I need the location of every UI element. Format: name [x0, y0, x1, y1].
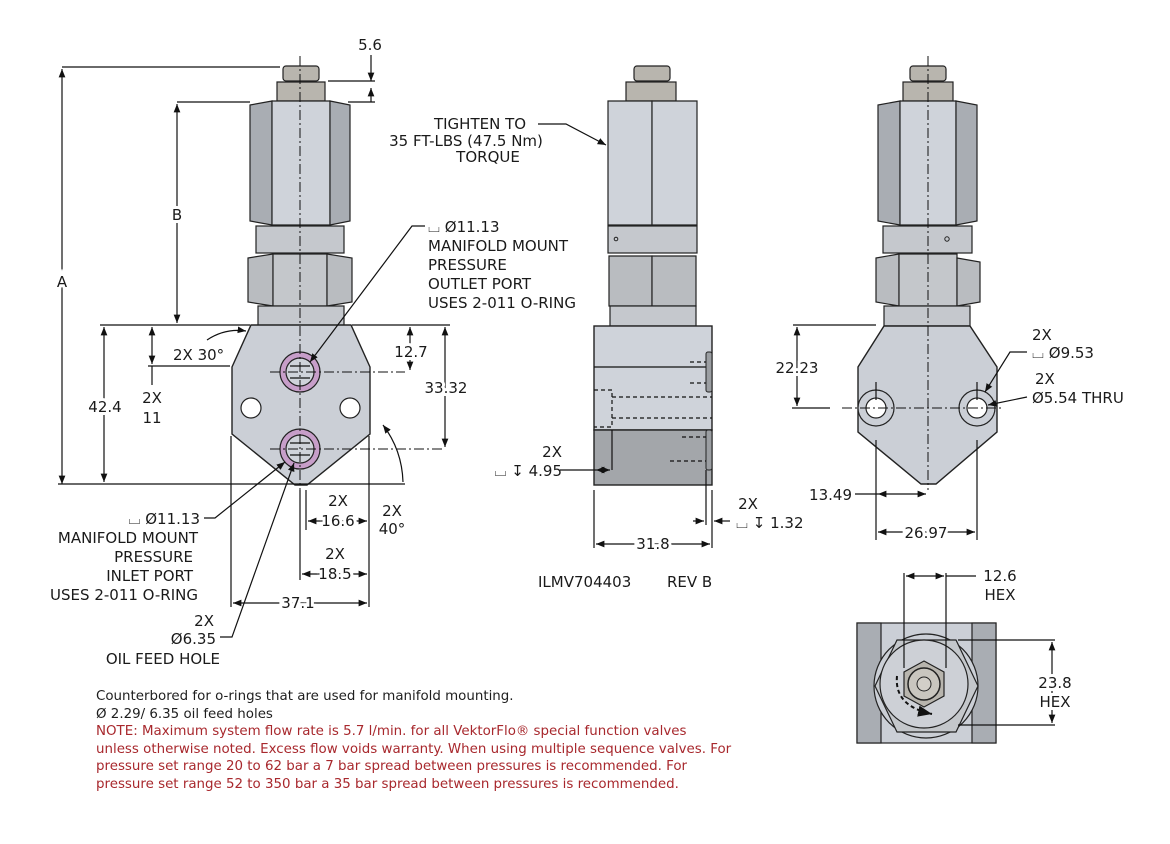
dim-2x-16-6-qty: 2X: [328, 492, 348, 510]
side-view: [538, 65, 730, 548]
dim-2x-18-5-qty: 2X: [325, 545, 345, 563]
inlet-callout-line-4: INLET PORT: [106, 567, 194, 585]
hex-12-6-value: 12.6: [983, 567, 1016, 585]
note-flow-warning-2: unless otherwise noted. Excess flow void…: [96, 741, 732, 757]
dim-33-32: 33.32: [425, 379, 468, 397]
side-cap: [633, 65, 671, 82]
side-block-lower: [593, 429, 713, 486]
rear-upper-hex-left: [877, 100, 901, 226]
inlet-callout-line-2: MANIFOLD MOUNT: [58, 529, 199, 547]
dim-37-1: 37.1: [281, 594, 314, 612]
cbore-qty: 2X: [1032, 326, 1052, 344]
torque-line-3: TORQUE: [455, 148, 520, 166]
front-upper-hex-left: [249, 100, 273, 226]
dim-2x-40-value: 40°: [379, 520, 406, 538]
thru-value: Ø5.54 THRU: [1032, 389, 1124, 407]
dim-2x-16-6-value: 16.6: [321, 512, 354, 530]
front-lower-hex-left: [247, 253, 274, 307]
note-flow-warning-3: pressure set range 20 to 62 bar a 7 bar …: [96, 759, 688, 774]
oil-feed-diameter: Ø6.35: [171, 630, 216, 648]
outlet-port-callout: ⌴ Ø11.13 MANIFOLD MOUNT PRESSURE OUTLET …: [428, 218, 576, 312]
dim-2x-11-qty: 2X: [142, 389, 162, 407]
outlet-callout-line-2: MANIFOLD MOUNT: [428, 237, 569, 255]
inlet-callout-line-1: ⌴ Ø11.13: [128, 510, 200, 528]
front-manifold-block: [231, 324, 371, 486]
dim-4-95-value: ⌴ ↧ 4.95: [494, 462, 562, 480]
dim-22-23: 22.23: [776, 359, 819, 377]
outlet-callout-line-1: ⌴ Ø11.13: [428, 218, 500, 236]
revision: REV B: [667, 573, 712, 591]
torque-line-2: 35 FT-LBS (47.5 Nm): [389, 132, 543, 150]
note-flow-warning-4: pressure set range 52 to 350 bar a 35 ba…: [96, 776, 679, 792]
outlet-callout-line-3: PRESSURE: [428, 256, 507, 274]
front-neck: [257, 305, 345, 327]
dim-2x-18-5-value: 18.5: [318, 565, 351, 583]
dim-12-7: 12.7: [394, 343, 427, 361]
rear-lower-hex-right: [956, 257, 981, 307]
hex-23-8-label: HEX: [1039, 693, 1070, 711]
part-number: ILMV704403: [538, 573, 631, 591]
dim-A: A: [57, 273, 68, 291]
dim-1-32-qty: 2X: [738, 495, 758, 513]
front-upper-hex-center: [271, 100, 331, 226]
dim-4-95-qty: 2X: [542, 443, 562, 461]
dim-2x-40-qty: 2X: [382, 502, 402, 520]
front-upper-hex-right: [329, 100, 351, 226]
outlet-callout-line-4: OUTLET PORT: [428, 275, 532, 293]
front-small-nut: [276, 81, 326, 102]
side-block-upper: [593, 325, 713, 431]
front-lower-hex-right: [326, 253, 353, 307]
inlet-callout-line-5: USES 2-011 O-RING: [50, 586, 198, 604]
rear-view: [792, 56, 1028, 540]
dim-42-4: 42.4: [88, 398, 121, 416]
front-view: [58, 55, 450, 638]
front-mount-hole-left: [240, 397, 262, 419]
outlet-callout-line-5: USES 2-011 O-RING: [428, 294, 576, 312]
dim-2x-11-value: 11: [142, 409, 161, 427]
front-cap: [282, 65, 320, 82]
dim-1-32-value: ⌴ ↧ 1.32: [736, 514, 804, 532]
rear-upper-hex-right: [955, 100, 978, 226]
side-lower-hex-right: [651, 255, 697, 307]
rear-neck: [883, 305, 971, 327]
dim-13-49: 13.49: [809, 486, 852, 504]
side-upper-hex-right: [651, 100, 698, 226]
dim-26-97: 26.97: [905, 524, 948, 542]
dim-B: B: [172, 206, 182, 224]
drawing-notes: Counterbored for o-rings that are used f…: [96, 688, 796, 793]
inlet-callout-line-3: PRESSURE: [114, 548, 193, 566]
oil-feed-callout: 2X Ø6.35 OIL FEED HOLE: [106, 612, 220, 668]
hex-23-8-value: 23.8: [1038, 674, 1071, 692]
torque-callout: TIGHTEN TO 35 FT-LBS (47.5 Nm) TORQUE: [389, 115, 543, 166]
dim-5-6: 5.6: [358, 36, 382, 54]
rear-lower-hex-left: [875, 253, 900, 307]
side-ring: [607, 225, 698, 254]
side-neck: [609, 305, 697, 327]
side-small-nut: [625, 81, 677, 102]
cbore-value: ⌴ Ø9.53: [1032, 344, 1094, 362]
torque-line-1: TIGHTEN TO: [433, 115, 526, 133]
side-upper-hex-left: [607, 100, 653, 226]
hex-12-6-label: HEX: [984, 586, 1015, 604]
side-lower-hex-left: [608, 255, 653, 307]
oil-feed-label: OIL FEED HOLE: [106, 650, 220, 668]
top-view: [856, 572, 1056, 744]
note-oil-feed: Ø 2.29/ 6.35 oil feed holes: [96, 706, 273, 722]
note-counterbore: Counterbored for o-rings that are used f…: [96, 689, 514, 704]
inlet-port-callout: ⌴ Ø11.13 MANIFOLD MOUNT PRESSURE INLET P…: [50, 510, 200, 604]
oil-feed-qty: 2X: [194, 612, 214, 630]
thru-qty: 2X: [1035, 370, 1055, 388]
note-flow-warning-1: NOTE: Maximum system flow rate is 5.7 l/…: [96, 724, 687, 739]
dim-31-8: 31.8: [636, 535, 669, 553]
front-mount-hole-right: [339, 397, 361, 419]
dim-2x-30-deg: 2X 30°: [173, 346, 224, 364]
rotation-arrow-icon: [895, 675, 933, 717]
